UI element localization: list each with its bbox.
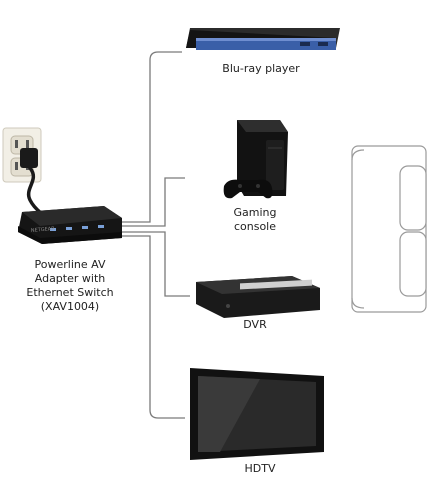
powerline-adapter-icon bbox=[18, 206, 122, 244]
connection-lines bbox=[122, 51, 190, 419]
line-to-dvr bbox=[122, 231, 190, 297]
adapter-label-line: (XAV1004) bbox=[40, 300, 100, 313]
console-label: Gaming console bbox=[220, 206, 290, 234]
wall-outlet-icon bbox=[2, 127, 42, 183]
adapter-label-line: Ethernet Switch bbox=[26, 286, 114, 299]
line-to-console bbox=[122, 177, 185, 227]
adapter-label-line: Powerline AV bbox=[34, 258, 106, 271]
bluray-player-icon bbox=[186, 28, 340, 50]
adapter-brand: NETGEAR bbox=[31, 226, 56, 234]
dvr-label-line: DVR bbox=[243, 318, 267, 331]
bluray-label-line: Blu-ray player bbox=[222, 62, 300, 75]
hdtv-icon bbox=[190, 368, 324, 460]
gaming-console-icon bbox=[223, 120, 288, 199]
console-label-line: console bbox=[233, 220, 277, 233]
bluray-label: Blu-ray player bbox=[206, 62, 316, 76]
sofa-outline-icon bbox=[351, 145, 427, 313]
hdtv-label: HDTV bbox=[230, 462, 290, 476]
adapter-label: Powerline AV Adapter with Ethernet Switc… bbox=[14, 258, 126, 314]
adapter-label-line: Adapter with bbox=[34, 272, 106, 285]
console-label-line: Gaming bbox=[233, 206, 277, 219]
line-to-hdtv bbox=[122, 235, 185, 419]
line-to-bluray bbox=[122, 51, 182, 223]
hdtv-label-line: HDTV bbox=[244, 462, 276, 475]
dvr-icon bbox=[196, 276, 320, 318]
dvr-label: DVR bbox=[230, 318, 280, 332]
